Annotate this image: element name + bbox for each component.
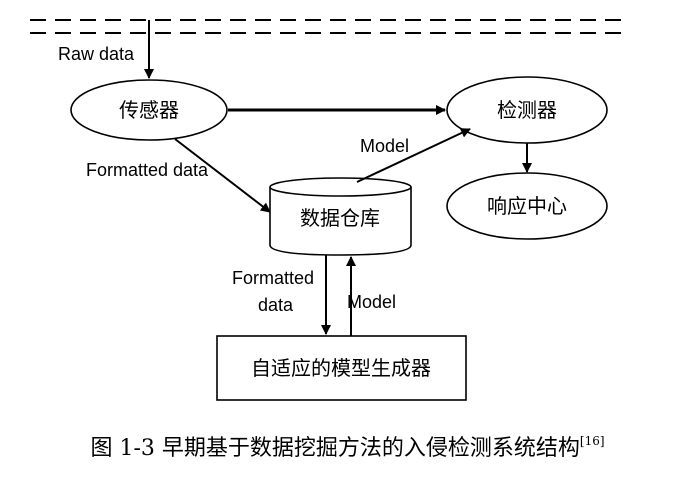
model-label-2: Model	[347, 292, 396, 312]
model-generator-node	[216, 335, 467, 401]
warehouse-to-detector-arrow	[356, 128, 471, 183]
model-label-1: Model	[360, 136, 409, 156]
response-center-label: 响应中心	[487, 195, 567, 218]
formatted-data-label-2b: data	[258, 295, 294, 315]
sensor-to-warehouse-arrow	[174, 138, 271, 213]
formatted-data-label-2a: Formatted	[232, 268, 314, 288]
figure-caption-text: 图 1-3 早期基于数据挖掘方法的入侵检测系统结构	[90, 436, 580, 461]
response-center-node	[446, 172, 608, 240]
data-warehouse-label: 数据仓库	[300, 207, 380, 230]
figure-caption: 图 1-3 早期基于数据挖掘方法的入侵检测系统结构[16]	[0, 430, 695, 462]
sensor-node	[70, 79, 228, 141]
figure-caption-reference: [16]	[579, 433, 605, 448]
raw-data-label: Raw data	[58, 44, 135, 64]
sensor-label: 传感器	[119, 99, 179, 122]
model-generator-label: 自适应的模型生成器	[251, 357, 431, 380]
formatted-data-label-1: Formatted data	[86, 160, 209, 180]
data-warehouse-node	[269, 177, 412, 256]
detector-label: 检测器	[497, 99, 557, 122]
